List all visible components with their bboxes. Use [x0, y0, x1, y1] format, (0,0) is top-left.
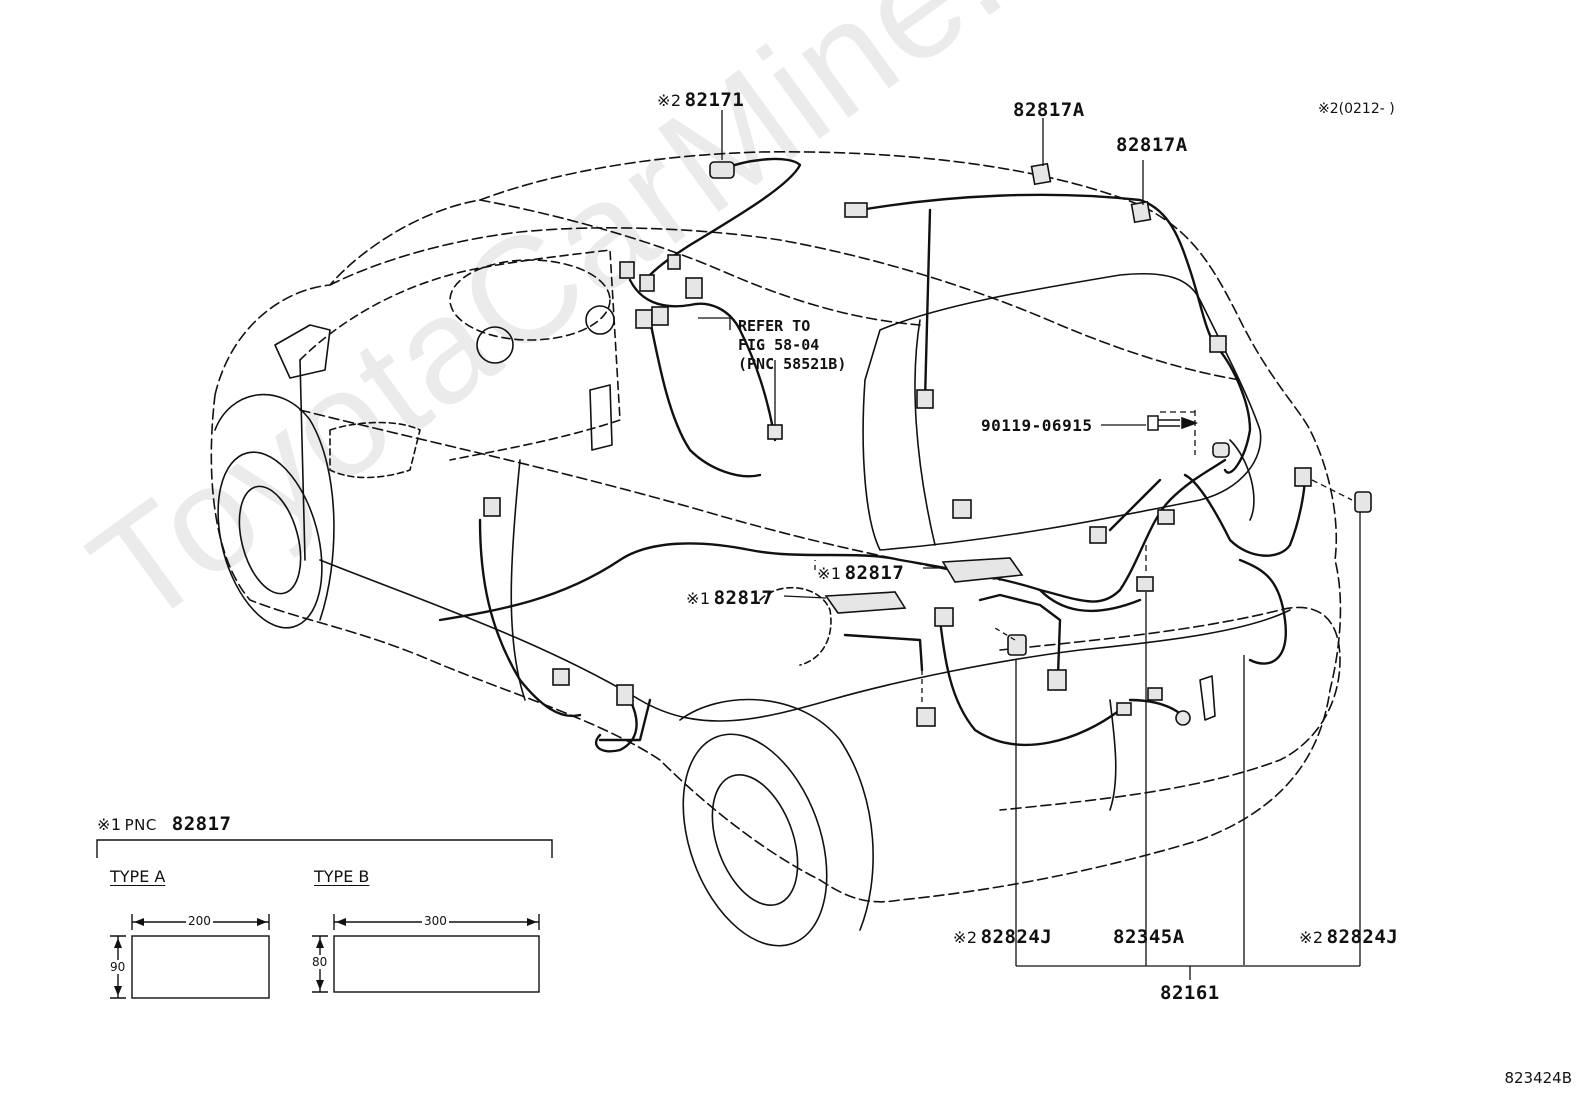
- type-b-width: 300: [422, 914, 449, 928]
- type-b-label: TYPE B: [314, 867, 370, 886]
- callout-82817a-2: 82817A: [1116, 134, 1188, 156]
- type-b-height: 80: [310, 955, 330, 969]
- callout-82161: 82161: [1160, 982, 1220, 1004]
- type-a-height: 90: [108, 960, 128, 974]
- refer-note: REFER TO FIG 58-04 (PNC 58521B): [738, 317, 847, 373]
- note-0212: ※2(0212- ): [1318, 101, 1395, 117]
- callout-82817a-1: 82817A: [1013, 99, 1085, 121]
- type-a-label: TYPE A: [110, 867, 166, 886]
- callout-82345a: 82345A: [1113, 926, 1185, 948]
- callout-90119-06915: 90119-06915: [981, 416, 1093, 435]
- type-a-width: 200: [186, 914, 213, 928]
- figure-code: 823424B: [1504, 1069, 1572, 1087]
